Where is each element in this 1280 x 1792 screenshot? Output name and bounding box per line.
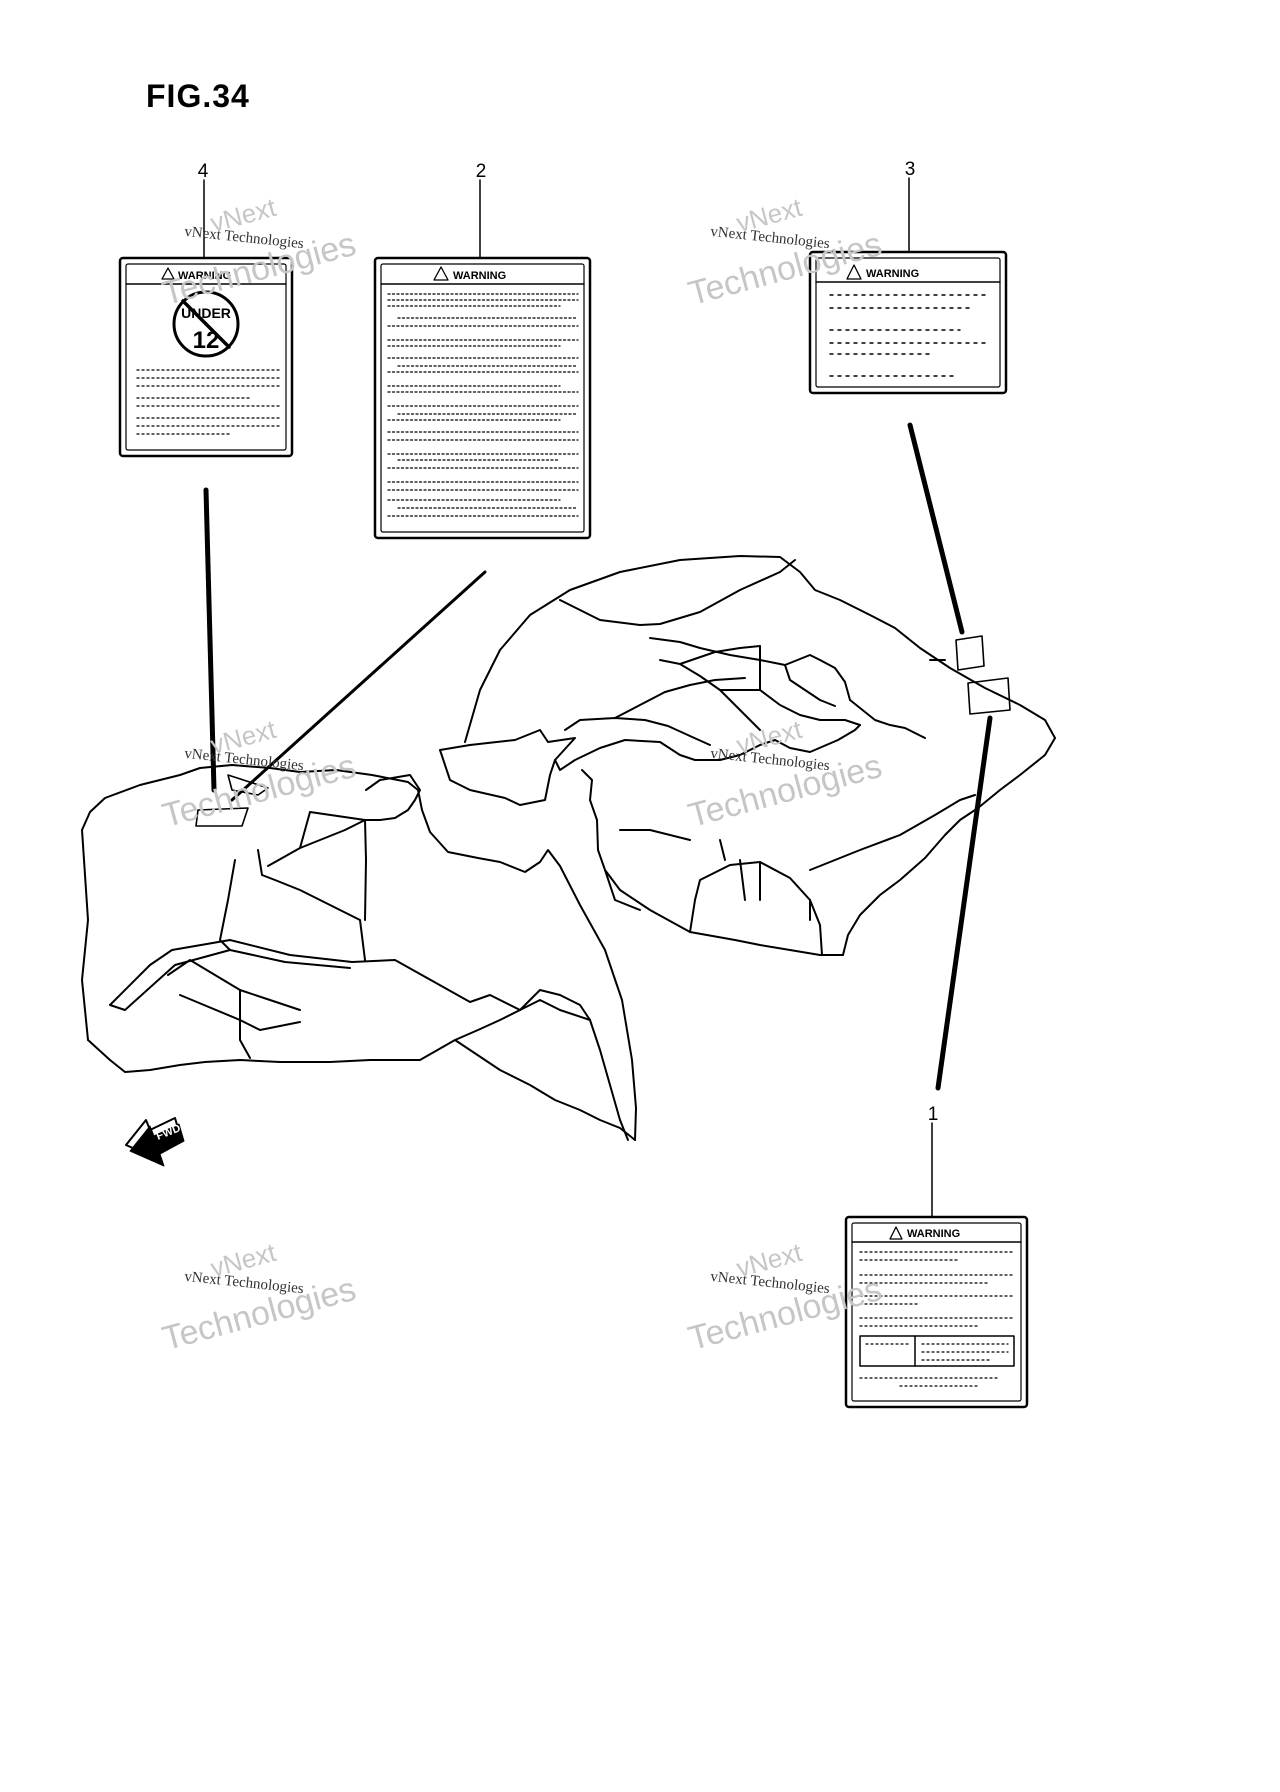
callout-2: 2 — [476, 161, 487, 182]
warning-label-4: WARNING UNDER 12 — [118, 256, 294, 458]
warning-triangle-icon — [846, 264, 862, 280]
label-3-heading: WARNING — [866, 268, 919, 280]
callout-3: 3 — [905, 159, 916, 180]
warning-triangle-icon — [433, 266, 449, 281]
label-2-heading: WARNING — [453, 270, 506, 282]
label-1-heading: WARNING — [907, 1228, 960, 1240]
front-fender-drawing — [81, 764, 637, 1141]
warning-label-1: WARNING — [844, 1215, 1029, 1409]
warning-triangle-icon — [161, 267, 175, 280]
label-1-position — [967, 677, 1011, 715]
badge-under-text: UNDER — [181, 305, 231, 321]
label-3-position — [955, 635, 985, 671]
callout-1: 1 — [928, 1104, 939, 1125]
warning-label-2: WARNING — [373, 256, 592, 540]
warning-triangle-icon — [889, 1226, 903, 1240]
forward-arrow-icon: FWD — [125, 1117, 185, 1167]
label-4-heading: WARNING — [178, 270, 231, 282]
callout-4: 4 — [198, 161, 209, 182]
under-12-badge-icon — [172, 290, 240, 358]
badge-number-text: 12 — [193, 327, 220, 354]
label-2-position — [227, 774, 269, 796]
figure-title: FIG.34 — [146, 78, 250, 114]
rear-fender-drawing — [439, 555, 1056, 956]
callout-numbers: 4 2 3 1 — [198, 159, 939, 1125]
warning-label-3: WARNING — [808, 250, 1008, 395]
label-4-position — [195, 807, 249, 827]
leader-lines — [203, 177, 993, 1218]
